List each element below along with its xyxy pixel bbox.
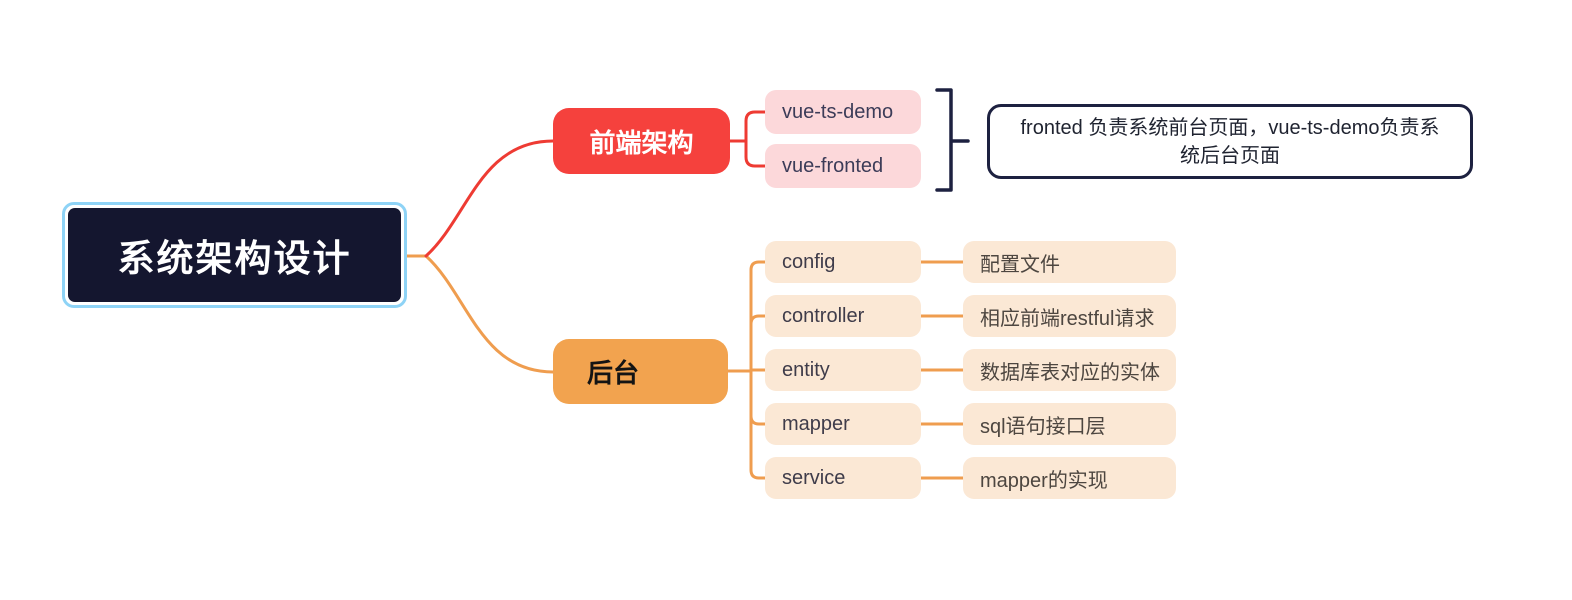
connector-root-backend xyxy=(405,254,555,374)
backend-subtopic-service-label: service xyxy=(782,466,846,489)
group-bracket xyxy=(935,88,970,192)
subtopic-vue-fronted[interactable]: vue-fronted xyxy=(765,144,921,188)
backend-desc-service-label: mapper的实现 xyxy=(980,469,1108,492)
backend-subtopic-entity-label: entity xyxy=(782,358,830,381)
connector-frontend-children xyxy=(728,110,767,168)
connector-root-frontend xyxy=(424,139,555,258)
frontend-callout-text: fronted 负责系统前台页面，vue-ts-demo负责系统后台页面 xyxy=(1020,116,1440,167)
backend-desc-config[interactable]: 配置文件 xyxy=(963,241,1176,283)
backend-desc-entity-label: 数据库表对应的实体 xyxy=(980,361,1160,384)
connector-backend-descriptions xyxy=(919,260,965,480)
backend-subtopic-entity[interactable]: entity xyxy=(765,349,921,391)
backend-subtopic-config[interactable]: config xyxy=(765,241,921,283)
backend-subtopic-service[interactable]: service xyxy=(765,457,921,499)
branch-frontend[interactable]: 前端架构 xyxy=(553,108,730,174)
backend-subtopic-config-label: config xyxy=(782,250,836,273)
frontend-callout-note[interactable]: fronted 负责系统前台页面，vue-ts-demo负责系统后台页面 xyxy=(987,104,1473,179)
root-topic-label: 系统架构设计 xyxy=(117,238,352,279)
subtopic-vue-ts-demo-label: vue-ts-demo xyxy=(782,100,894,123)
backend-subtopic-controller[interactable]: controller xyxy=(765,295,921,337)
branch-backend[interactable]: 后台 xyxy=(553,339,728,404)
backend-subtopic-controller-label: controller xyxy=(782,304,865,327)
subtopic-vue-fronted-label: vue-fronted xyxy=(782,154,884,177)
backend-desc-mapper[interactable]: sql语句接口层 xyxy=(963,403,1176,445)
branch-frontend-label: 前端架构 xyxy=(589,127,694,158)
backend-subtopic-mapper-label: mapper xyxy=(782,412,850,435)
backend-desc-service[interactable]: mapper的实现 xyxy=(963,457,1176,499)
subtopic-vue-ts-demo[interactable]: vue-ts-demo xyxy=(765,90,921,134)
backend-subtopic-mapper[interactable]: mapper xyxy=(765,403,921,445)
root-topic[interactable]: 系统架构设计 xyxy=(62,202,407,308)
branch-backend-label: 后台 xyxy=(587,358,640,388)
backend-desc-controller-label: 相应前端restful请求 xyxy=(980,307,1155,330)
backend-desc-entity[interactable]: 数据库表对应的实体 xyxy=(963,349,1176,391)
connector-backend-children xyxy=(726,260,767,480)
backend-desc-mapper-label: sql语句接口层 xyxy=(980,415,1106,438)
backend-desc-controller[interactable]: 相应前端restful请求 xyxy=(963,295,1176,337)
backend-desc-config-label: 配置文件 xyxy=(980,253,1060,276)
root-topic-body: 系统架构设计 xyxy=(68,208,401,302)
